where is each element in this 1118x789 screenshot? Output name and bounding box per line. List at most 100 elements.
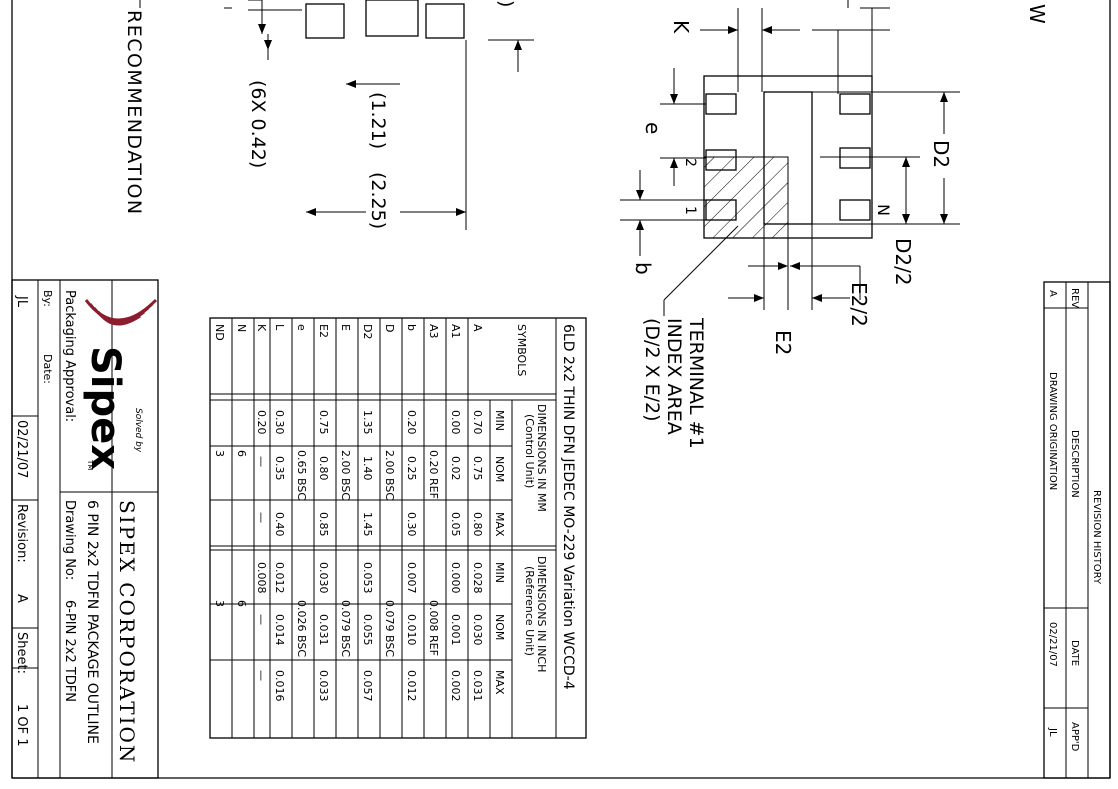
row-symbol: A xyxy=(471,324,484,332)
label-e2: E2 xyxy=(771,330,795,355)
inch-cell: 0.055 xyxy=(361,614,374,646)
dim-6x-042: (6X 0.42) xyxy=(247,80,269,168)
logo-tagline: Solved by xyxy=(133,408,143,453)
sheet-label: Sheet: xyxy=(14,632,29,674)
mm-sub-min: MIN xyxy=(493,410,506,431)
index-area xyxy=(703,156,789,239)
drawing-no-value: 6-PIN 2x2 TDFN xyxy=(62,600,77,702)
mm-cell: 0.80 xyxy=(317,456,330,481)
inch-span-cell: 3 xyxy=(213,600,226,607)
inch-cell: — xyxy=(255,614,268,625)
inch-cell: 0.031 xyxy=(317,614,330,646)
date-value: 02/21/07 xyxy=(14,420,29,478)
inch-sub-max: MAX xyxy=(493,670,506,695)
logo-tm: TM xyxy=(86,459,94,470)
revision-history: REVISION HISTORY REV DESCRIPTION DATE AP… xyxy=(1043,281,1111,779)
inch-span-cell: 0.008 REF xyxy=(427,600,440,656)
row-symbol: A1 xyxy=(449,324,462,339)
mm-cell: 0.05 xyxy=(449,512,462,537)
exposed-pad xyxy=(763,91,813,225)
inch-sub-min: MIN xyxy=(493,562,506,583)
mm-cell: 0.35 xyxy=(273,456,286,481)
inch-span-cell: 0.079 BSC xyxy=(339,600,352,657)
inch-cell: 0.030 xyxy=(471,614,484,646)
company-name: SIPEX CORPORATION xyxy=(115,500,139,764)
mm-cell: 0.20 xyxy=(255,410,268,435)
mm-cell: 0.75 xyxy=(471,456,484,481)
desc-value: DRAWING ORIGINATION xyxy=(1047,372,1058,490)
document-title: 6 PIN 2x2 TDFN PACKAGE OUTLINE xyxy=(84,500,100,744)
inch-cell: 0.016 xyxy=(273,670,286,702)
row-symbol: L xyxy=(273,324,286,331)
mm-cell: 0.25 xyxy=(405,456,418,481)
mm-span-cell: 0.65 BSC xyxy=(295,450,308,500)
terminal-note-line1: TERMINAL #1 xyxy=(685,317,707,449)
mm-span-cell: 0.20 REF xyxy=(427,450,440,499)
symbols-header: SYMBOLS xyxy=(515,324,528,376)
inch-cell: 0.007 xyxy=(405,562,418,594)
mm-header-2: (Control Unit) xyxy=(523,414,536,488)
inch-cell: 0.014 xyxy=(273,614,286,646)
inch-cell: 0.008 xyxy=(255,562,268,594)
inch-cell: 0.053 xyxy=(361,562,374,594)
mm-cell: 0.30 xyxy=(405,512,418,537)
logo-wordmark: Sipex xyxy=(82,346,128,470)
inch-cell: 0.028 xyxy=(471,562,484,594)
package-bottom-view: W K e 2 1 xyxy=(620,0,1049,449)
mm-cell: 1.40 xyxy=(361,456,374,481)
sipex-logo: Sipex Solved by TM xyxy=(82,298,158,470)
mm-span-cell: 6 xyxy=(235,450,248,457)
inch-header-2: (Reference Unit) xyxy=(523,566,536,656)
label-e: e xyxy=(641,122,665,134)
row-symbol: E xyxy=(339,324,352,331)
inch-cell: — xyxy=(255,670,268,681)
dim-121: (1.21) xyxy=(367,92,389,149)
title-block: Sipex Solved by TM SIPEX CORPORATION 6 P… xyxy=(11,279,159,779)
row-symbol: b xyxy=(405,324,418,331)
by-value: JL xyxy=(14,295,29,308)
rev-value: A xyxy=(1047,290,1058,297)
pin-1: 1 xyxy=(682,206,698,215)
revision-title: REVISION HISTORY xyxy=(1091,490,1102,585)
label-b: b xyxy=(631,262,655,275)
pin-2: 2 xyxy=(682,158,698,167)
appd-value: JL xyxy=(1047,727,1058,737)
mm-cell: 1.35 xyxy=(361,410,374,435)
mm-cell: 0.00 xyxy=(449,410,462,435)
inch-span-cell: 6 xyxy=(235,600,248,607)
inch-cell: 0.030 xyxy=(317,562,330,594)
inch-sub-nom: NOM xyxy=(493,614,506,640)
w-fragment: W xyxy=(1025,4,1049,24)
packaging-approval-label: Packaging Approval: xyxy=(62,290,77,422)
mm-cell: 0.02 xyxy=(449,456,462,481)
mm-header-1: DIMENSIONS IN MM xyxy=(535,404,548,512)
label-k: K xyxy=(669,20,693,34)
land-pattern-view: RECOMMENDATION (6X 0.42) (1.21) (2.25) ) xyxy=(123,0,534,230)
row-symbol: A3 xyxy=(427,324,440,339)
mm-cell: 0.70 xyxy=(471,410,484,435)
mm-sub-nom: NOM xyxy=(493,456,506,482)
label-d2-half: D2/2 xyxy=(891,238,915,286)
row-symbol: ND xyxy=(213,324,226,341)
revision-value: A xyxy=(14,594,29,603)
mm-span-cell: 2.00 BSC xyxy=(339,450,352,500)
mm-span-cell: 2.00 BSC xyxy=(383,450,396,500)
inch-cell: 0.001 xyxy=(449,614,462,646)
drawing-no-label: Drawing No: xyxy=(62,500,77,580)
mm-sub-max: MAX xyxy=(493,512,506,537)
inch-cell: 0.012 xyxy=(273,562,286,594)
inch-cell: 0.000 xyxy=(449,562,462,594)
desc-header: DESCRIPTION xyxy=(1069,430,1080,498)
row-symbol: N xyxy=(235,324,248,332)
label-n: N xyxy=(874,204,893,216)
date-label: Date: xyxy=(41,354,54,384)
dim-225: (2.25) xyxy=(367,172,389,229)
mm-cell: 1.45 xyxy=(361,512,374,537)
label-e2-half: E2/2 xyxy=(847,282,871,327)
label-d2: D2 xyxy=(929,140,953,168)
appd-header: APP'D xyxy=(1069,722,1080,752)
mm-cell: — xyxy=(255,456,268,467)
inch-cell: 0.057 xyxy=(361,670,374,702)
mm-cell: 0.75 xyxy=(317,410,330,435)
